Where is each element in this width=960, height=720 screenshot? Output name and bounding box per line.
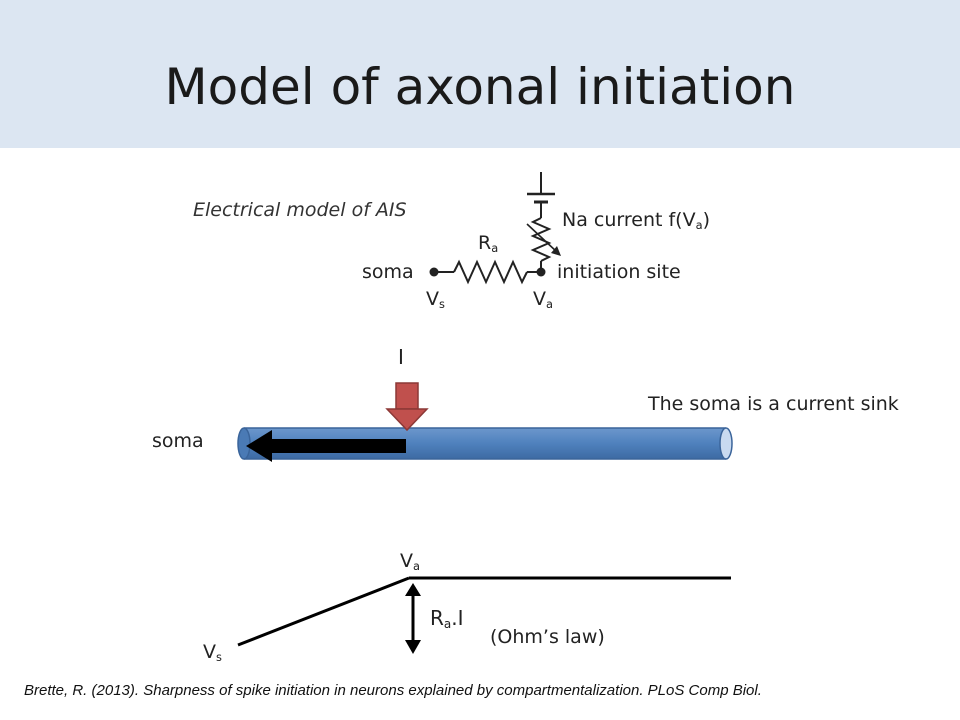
axial-resistor [453,259,528,285]
axon-right-cap [719,427,733,460]
soma-node [429,267,439,277]
axial-arrow-head [246,430,272,462]
circuit-na-label: Na current f(Va) [562,209,710,232]
page-title: Model of axonal initiation [164,58,796,116]
axial-arrow-shaft [268,439,406,453]
drop-arrow-up-head [405,583,421,596]
injected-current-arrow [385,382,429,432]
current-label: I [398,345,404,369]
ohms-law-label: (Ohm’s law) [490,626,605,648]
axon-soma-label: soma [152,430,204,452]
circuit-resistor-label: Ra [478,232,499,255]
initiation-node [536,267,546,277]
voltage-drop-label: Ra.I [430,606,464,631]
voltage-profile [237,576,731,647]
circuit-soma-label: soma [362,261,414,283]
citation: Brette, R. (2013). Sharpness of spike in… [24,682,762,699]
axon-left-cap [237,427,251,460]
injection-arrow-head [385,408,429,432]
voltage-vs-label: Vs [203,641,222,664]
variable-resistor [530,217,552,262]
circuit-initiation-label: initiation site [557,261,681,283]
circuit-schematic [434,172,558,285]
title-band [0,0,960,148]
variable-arrow-shaft [526,223,558,253]
circuit-vs-label: Vs [426,288,445,311]
drop-arrow-down-head [405,640,421,654]
circuit-va-label: Va [533,288,553,311]
variable-arrow-head [551,246,561,256]
voltage-va-label: Va [400,550,420,573]
injection-arrow-shaft [395,382,419,410]
current-sink-text: The soma is a current sink [648,393,899,415]
axial-current-arrow [246,430,406,462]
voltage-ramp-line [237,576,410,647]
circuit-heading: Electrical model of AIS [193,199,407,221]
